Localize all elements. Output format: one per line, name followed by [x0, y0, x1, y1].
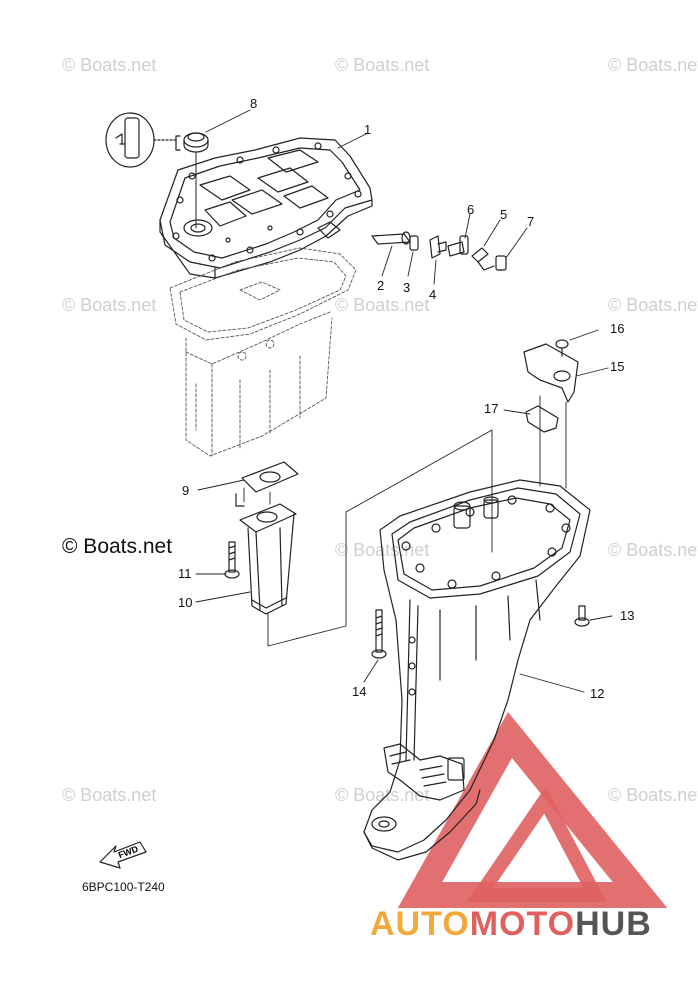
- bolt-part-13: [574, 605, 590, 627]
- part-number-12: 12: [590, 686, 605, 701]
- fwd-arrow-icon: [99, 841, 147, 869]
- part-number-1: 1: [364, 122, 372, 137]
- part-number-15: 15: [610, 359, 625, 374]
- phantom-engine: [169, 247, 357, 457]
- leader-lines: [195, 109, 613, 693]
- clip-part-17: [525, 405, 559, 433]
- logo-part-moto: MOTO: [469, 905, 576, 943]
- detail-inset: [105, 112, 181, 168]
- part-number-14: 14: [352, 684, 367, 699]
- watermark: © Boats.net: [62, 55, 157, 75]
- watermark: © Boats.net: [335, 55, 430, 75]
- watermark: © Boats.net: [62, 785, 157, 805]
- grommet-part-8: [183, 132, 209, 153]
- logo-part-hub: HUB: [575, 905, 652, 943]
- watermark: © Boats.net: [335, 785, 430, 805]
- bolt-part-14: [371, 609, 387, 659]
- part-number-10: 10: [178, 595, 193, 610]
- watermark: © Boats.net: [608, 295, 698, 315]
- part-number-7: 7: [527, 214, 535, 229]
- part-number-11: 11: [178, 566, 192, 581]
- watermark: © Boats.net: [335, 295, 430, 315]
- bracket-part-15: [523, 339, 579, 403]
- gasket-part-9: [241, 461, 299, 493]
- part-number-8: 8: [250, 96, 258, 111]
- part-number-17: 17: [484, 401, 499, 416]
- watermark: © Boats.net: [608, 540, 698, 560]
- diagram-code: 6BPC100-T240: [82, 880, 165, 894]
- part-number-6: 6: [467, 202, 475, 217]
- copyright-label: © Boats.net: [62, 535, 173, 558]
- brand-logo: AUTOMOTOHUB: [370, 905, 652, 944]
- lower-casing-part-12: [363, 479, 591, 861]
- assembly-lines: [243, 395, 567, 647]
- part-number-13: 13: [620, 608, 635, 623]
- part-number-9: 9: [182, 483, 190, 498]
- part-number-2: 2: [377, 278, 385, 293]
- part-number-5: 5: [500, 207, 508, 222]
- watermark: © Boats.net: [608, 55, 698, 75]
- exhaust-guide-part-10: [235, 493, 297, 615]
- watermark: © Boats.net: [62, 295, 157, 315]
- part-number-4: 4: [429, 287, 437, 302]
- part-number-16: 16: [610, 321, 625, 336]
- fittings-2-7: [371, 231, 507, 271]
- bolt-part-11: [224, 541, 240, 579]
- upper-casing-part-1: [159, 137, 373, 279]
- watermark: © Boats.net: [608, 785, 698, 805]
- part-number-3: 3: [403, 280, 411, 295]
- logo-part-auto: AUTO: [370, 905, 470, 943]
